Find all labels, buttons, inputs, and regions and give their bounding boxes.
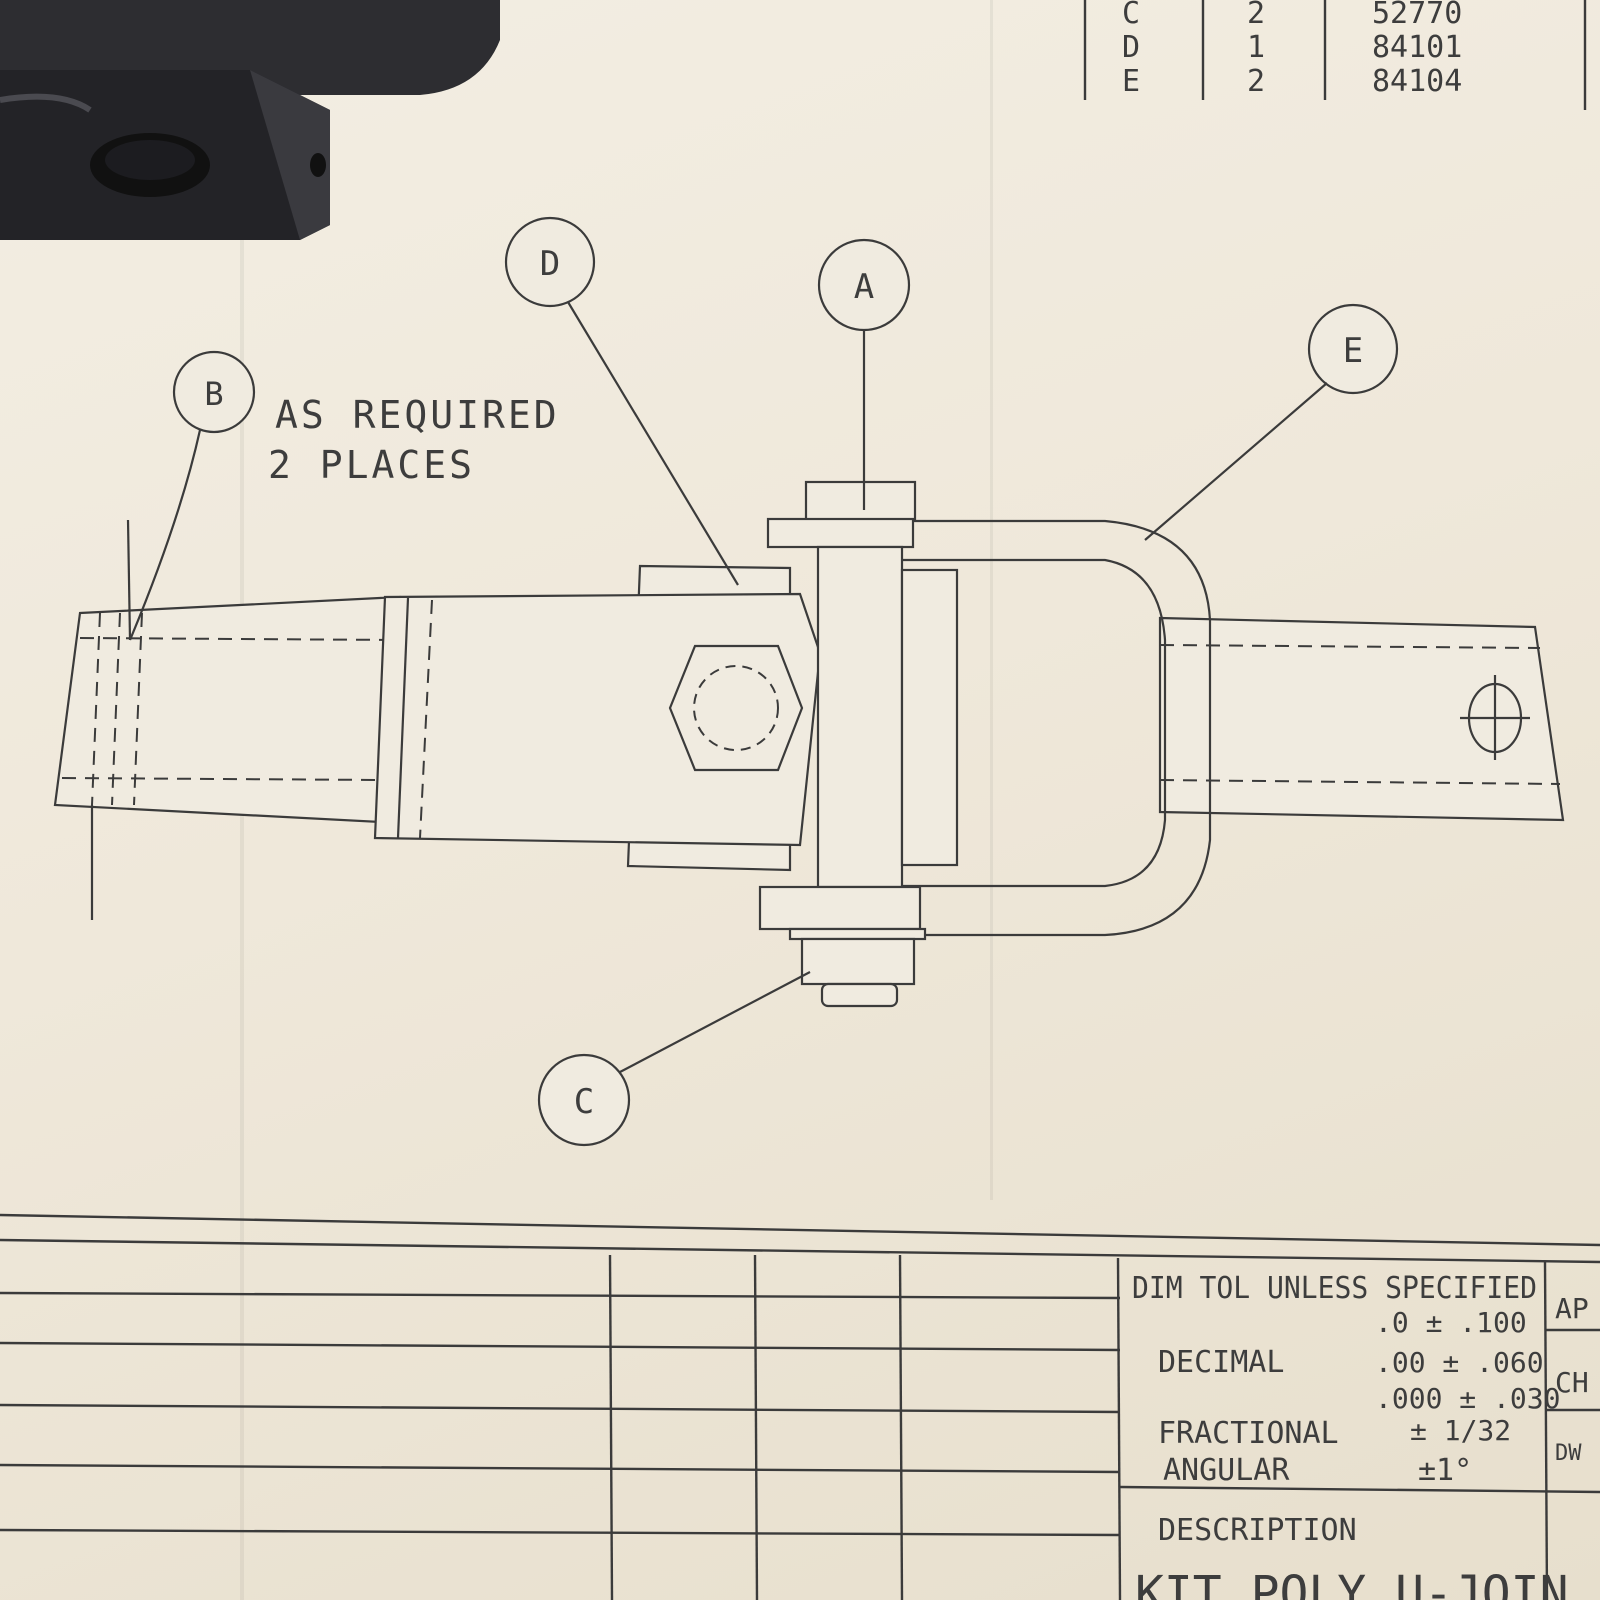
angular-label: ANGULAR [1163,1453,1290,1488]
right-shaft [1158,616,1565,822]
pin-bolt [758,480,959,1008]
parts-row-part-number: 84104 [1372,64,1462,99]
parts-row-qty: 2 [1247,0,1265,31]
description-value: KIT POLY U-JOIN [1135,1566,1568,1600]
parts-row-part-number: 84101 [1372,30,1462,65]
fractional-value: ± 1/32 [1410,1414,1511,1447]
metal-bracket [0,0,500,240]
title-block [0,1213,1600,1600]
tolerance-block: DIM TOL UNLESS SPECIFIED .0 ± .100 DECIM… [1132,1271,1589,1600]
callout-c-label: C [574,1082,594,1122]
parts-row-item: D [1122,30,1140,65]
callout-e-label: E [1343,331,1363,371]
paper-fold [990,0,993,1200]
parts-row-part-number: 52770 [1372,0,1462,31]
parts-row-qty: 1 [1247,30,1265,65]
fractional-label: FRACTIONAL [1158,1416,1339,1451]
left-shaft [53,595,402,920]
checked-label: CH [1555,1366,1589,1399]
callout-b: B [126,350,256,641]
note-line-2: 2 PLACES [268,443,475,487]
decimal-value-3: .000 ± .030 [1375,1382,1560,1415]
callout-e: E [1144,303,1399,541]
nut-icon [800,937,916,986]
hex-nut-icon [668,644,804,772]
approved-label: AP [1555,1292,1589,1325]
callout-a: A [817,238,911,510]
decimal-label: DECIMAL [1158,1345,1284,1380]
decimal-value-2: .00 ± .060 [1375,1346,1544,1379]
angular-value: ±1° [1418,1453,1472,1488]
parts-row-item: C [1122,0,1140,31]
parts-row-item: E [1122,64,1140,99]
drawn-label: DW [1555,1441,1582,1466]
yoke-body [373,564,822,872]
callout-d-label: D [540,244,560,284]
parts-row-qty: 2 [1247,64,1265,99]
parts-list-table: C 2 52770 D 1 84101 E 2 84104 [1083,0,1587,110]
tolerance-heading: DIM TOL UNLESS SPECIFIED [1132,1271,1537,1306]
callout-b-label: B [204,375,223,413]
description-label: DESCRIPTION [1158,1513,1357,1548]
note-line-1: AS REQUIRED [275,393,560,437]
callout-d: D [504,216,739,586]
decimal-value-1: .0 ± .100 [1375,1306,1527,1339]
callout-a-label: A [854,267,874,307]
callout-c: C [537,971,811,1147]
